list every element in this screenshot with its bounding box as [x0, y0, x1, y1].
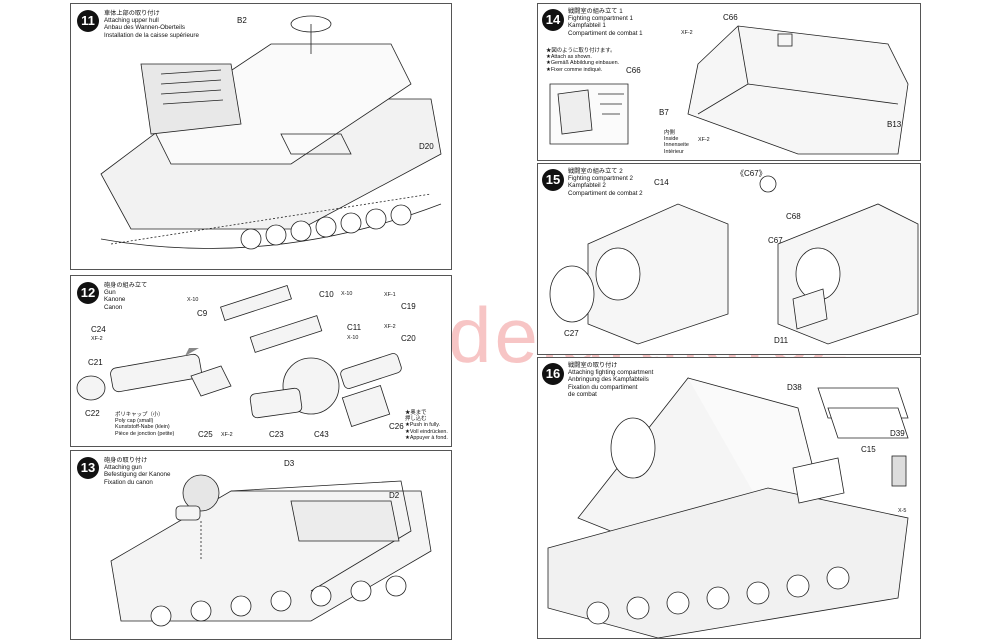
label-d3: D3	[284, 459, 295, 468]
label-c43: C43	[314, 430, 329, 439]
gun-assembly-drawing	[76, 285, 402, 427]
label-b13: B13	[887, 120, 902, 129]
label-c14: C14	[654, 178, 669, 187]
label-c20: C20	[401, 334, 416, 343]
paint-xf2-b: XF-2	[698, 137, 710, 143]
hull-gun-drawing	[110, 474, 432, 627]
label-c68: C68	[786, 212, 801, 221]
label-b2: B2	[237, 16, 247, 25]
step-15-number: 15	[542, 169, 564, 191]
step-11-number: 11	[77, 10, 99, 32]
label-c25: C25	[198, 430, 213, 439]
step-14-number: 14	[542, 9, 564, 31]
paint-xf2-a: XF-2	[384, 324, 396, 330]
polycap-note: ポリキャップ（小）Poly cap (small)Kunststoff-Nabe…	[115, 412, 175, 437]
label-c26: C26	[389, 422, 404, 431]
paint-x10-c: X-10	[347, 335, 359, 341]
label-c21: C21	[88, 358, 103, 367]
label-d39: D39	[890, 429, 905, 438]
label-d2: D2	[389, 491, 400, 500]
push-note: ★奥まで押し込む★Push in fully.★Voll eindrücken.…	[405, 410, 448, 441]
label-c19: C19	[401, 302, 416, 311]
step-16-number: 16	[542, 363, 564, 385]
paint-xf2-b: XF-2	[91, 336, 103, 342]
paint-x5: X-5	[898, 508, 907, 514]
paint-xf2-c: XF-2	[221, 432, 233, 438]
label-b7: B7	[659, 108, 669, 117]
paint-x10-a: X-10	[187, 297, 199, 303]
label-c11: C11	[347, 323, 362, 332]
label-c22: C22	[85, 409, 100, 418]
label-c24: C24	[91, 325, 106, 334]
label-d38: D38	[787, 383, 802, 392]
step-13-number: 13	[77, 457, 99, 479]
label-d11: D11	[774, 336, 789, 345]
fighting-compartment-1-drawing	[549, 25, 909, 155]
label-c67-box: 《C67》	[736, 169, 767, 178]
paint-xf2: XF-2	[681, 30, 693, 36]
label-c27: C27	[564, 329, 579, 338]
label-c9: C9	[197, 309, 208, 318]
label-c67: C67	[768, 236, 783, 245]
step-14-note: ★図のように取り付けます。★Attach as shown.★Gemäß Abb…	[546, 48, 620, 73]
label-c10: C10	[319, 290, 334, 299]
compartment-install-drawing	[547, 377, 909, 638]
label-d20: D20	[419, 142, 434, 151]
fighting-compartment-2-drawing	[549, 175, 919, 345]
label-c23: C23	[269, 430, 284, 439]
label-c66-detail: C66	[626, 66, 641, 75]
label-c15: C15	[861, 445, 876, 454]
upper-hull-drawing	[100, 15, 442, 250]
paint-xf1: XF-1	[384, 292, 396, 298]
paint-x10-b: X-10	[341, 291, 353, 297]
step-12-number: 12	[77, 282, 99, 304]
label-c66: C66	[723, 13, 738, 22]
